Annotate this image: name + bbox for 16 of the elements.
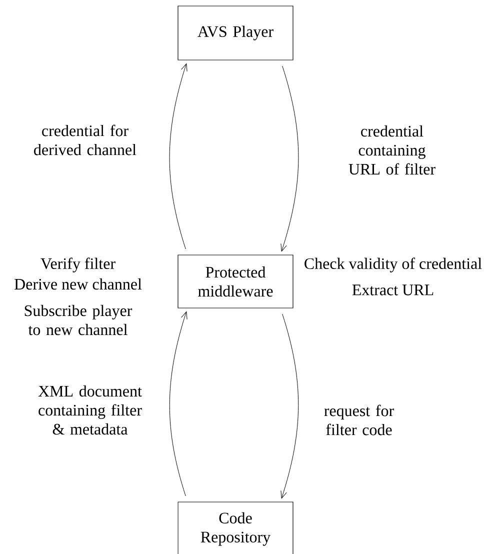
process-box: Protected middleware — [178, 254, 294, 308]
process-box: Code Repository — [178, 502, 294, 554]
arrow — [169, 64, 188, 250]
arrow — [280, 66, 299, 252]
step-note: Extract URL — [352, 284, 434, 296]
step-note: Derive new channel — [14, 278, 142, 290]
arrow — [280, 314, 299, 498]
edge-label: credential for derived channel — [31, 124, 139, 156]
process-box: AVS Player — [178, 6, 294, 60]
step-note: Verify filter — [40, 258, 116, 272]
step-note: Check validity of credential — [304, 258, 482, 272]
edge-label: request for filter code — [321, 404, 397, 436]
step-note: Subscribe player to new channel — [24, 304, 132, 336]
arrow — [169, 312, 188, 496]
edge-label: credential containing URL of filter — [338, 124, 446, 176]
edge-label: XML document containing filter & metadata — [35, 384, 145, 436]
